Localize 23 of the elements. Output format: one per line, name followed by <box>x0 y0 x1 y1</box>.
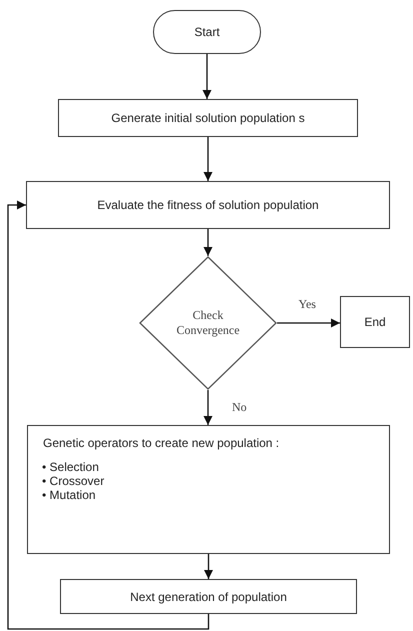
arrow <box>203 390 213 425</box>
bullet-item: • Selection <box>42 460 99 474</box>
process-text: Generate initial solution population s <box>111 111 305 125</box>
process-text: End <box>364 315 386 329</box>
arrow <box>203 229 213 256</box>
process-box <box>340 296 410 348</box>
arrow <box>202 54 212 99</box>
process-box <box>27 425 390 554</box>
arrow <box>277 318 340 328</box>
bullet-item: • Crossover <box>42 474 104 488</box>
process-text: Genetic operators to create new population : <box>43 436 280 450</box>
process-text: Evaluate the fitness of solution population <box>97 198 319 212</box>
arrow <box>7 200 210 630</box>
decision-text: Check Convergence <box>176 308 240 337</box>
terminal-pill <box>153 10 261 54</box>
bullet-item: • Mutation <box>42 488 96 502</box>
process-box <box>58 99 358 137</box>
process-text: Next generation of population <box>130 590 287 604</box>
arrow <box>203 137 213 181</box>
arrow <box>204 554 214 579</box>
process-box <box>60 579 357 614</box>
terminal-text: Start <box>194 25 220 39</box>
process-box <box>26 181 390 229</box>
